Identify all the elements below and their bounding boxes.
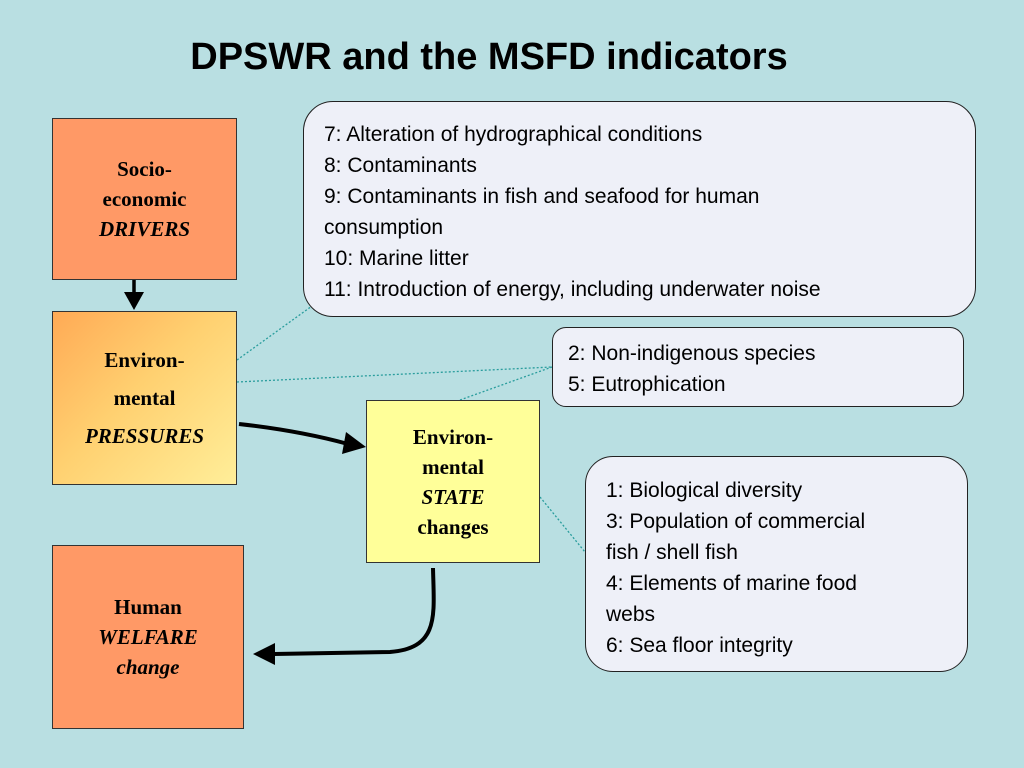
state-line-2: mental <box>422 454 484 479</box>
state-box: Environ- mental STATE changes <box>366 400 540 563</box>
indicator-line: 3: Population of commercial <box>606 510 866 533</box>
indicator-line: 7: Alteration of hydrographical conditio… <box>324 123 703 146</box>
pressures-line-1: Environ- <box>104 348 185 372</box>
state-indicators-box: 1: Biological diversity 3: Population of… <box>585 456 968 672</box>
pressures-line-2: mental <box>113 386 176 410</box>
drivers-line-2: economic <box>102 187 187 211</box>
dotted-connector-state-to-box2 <box>459 366 553 401</box>
indicator-line: 6: Sea floor integrity <box>606 634 793 657</box>
welfare-line-1: Human <box>114 595 182 619</box>
indicator-line: 10: Marine litter <box>324 247 469 270</box>
arrow-state-to-welfare-head <box>253 643 275 665</box>
welfare-line-2: WELFARE <box>98 625 198 649</box>
indicator-line: webs <box>606 603 656 626</box>
indicator-line: 2: Non-indigenous species <box>568 342 816 365</box>
indicator-line: 1: Biological diversity <box>606 479 803 502</box>
state-line-3: STATE <box>421 484 485 509</box>
pressure-indicators-box-2: 2: Non-indigenous species 5: Eutrophicat… <box>552 327 964 407</box>
dotted-connector-state-to-box3 <box>539 496 586 553</box>
arrow-drivers-to-pressures-head <box>124 292 144 310</box>
drivers-box: Socio- economic DRIVERS <box>52 118 237 280</box>
state-line-4: changes <box>417 514 489 539</box>
pressures-box: Environ- mental PRESSURES <box>52 311 237 485</box>
indicator-line: 11: Introduction of energy, including un… <box>324 278 821 301</box>
indicator-line: 5: Eutrophication <box>568 373 726 396</box>
arrow-pressures-to-state-head <box>342 432 366 454</box>
drivers-line-1: Socio- <box>117 157 172 181</box>
arrow-pressures-to-state <box>238 422 349 446</box>
indicator-line: fish / shell fish <box>606 541 738 564</box>
arrow-state-to-welfare <box>273 567 436 656</box>
pressure-indicators-box: 7: Alteration of hydrographical conditio… <box>303 101 976 317</box>
slide-title: DPSWR and the MSFD indicators <box>190 36 788 78</box>
state-line-1: Environ- <box>412 424 494 449</box>
welfare-box: Human WELFARE change <box>52 545 244 729</box>
indicator-line: 4: Elements of marine food <box>606 572 857 595</box>
indicator-line: 8: Contaminants <box>324 154 477 177</box>
indicator-line: 9: Contaminants in fish and seafood for … <box>324 185 760 208</box>
welfare-line-3: change <box>116 655 180 679</box>
dotted-connector-pressures-to-box2 <box>236 366 553 383</box>
drivers-line-3: DRIVERS <box>98 217 191 241</box>
dotted-connector-pressures-to-box1 <box>236 305 313 361</box>
pressures-line-3: PRESSURES <box>84 424 205 448</box>
indicator-line: consumption <box>324 216 444 239</box>
